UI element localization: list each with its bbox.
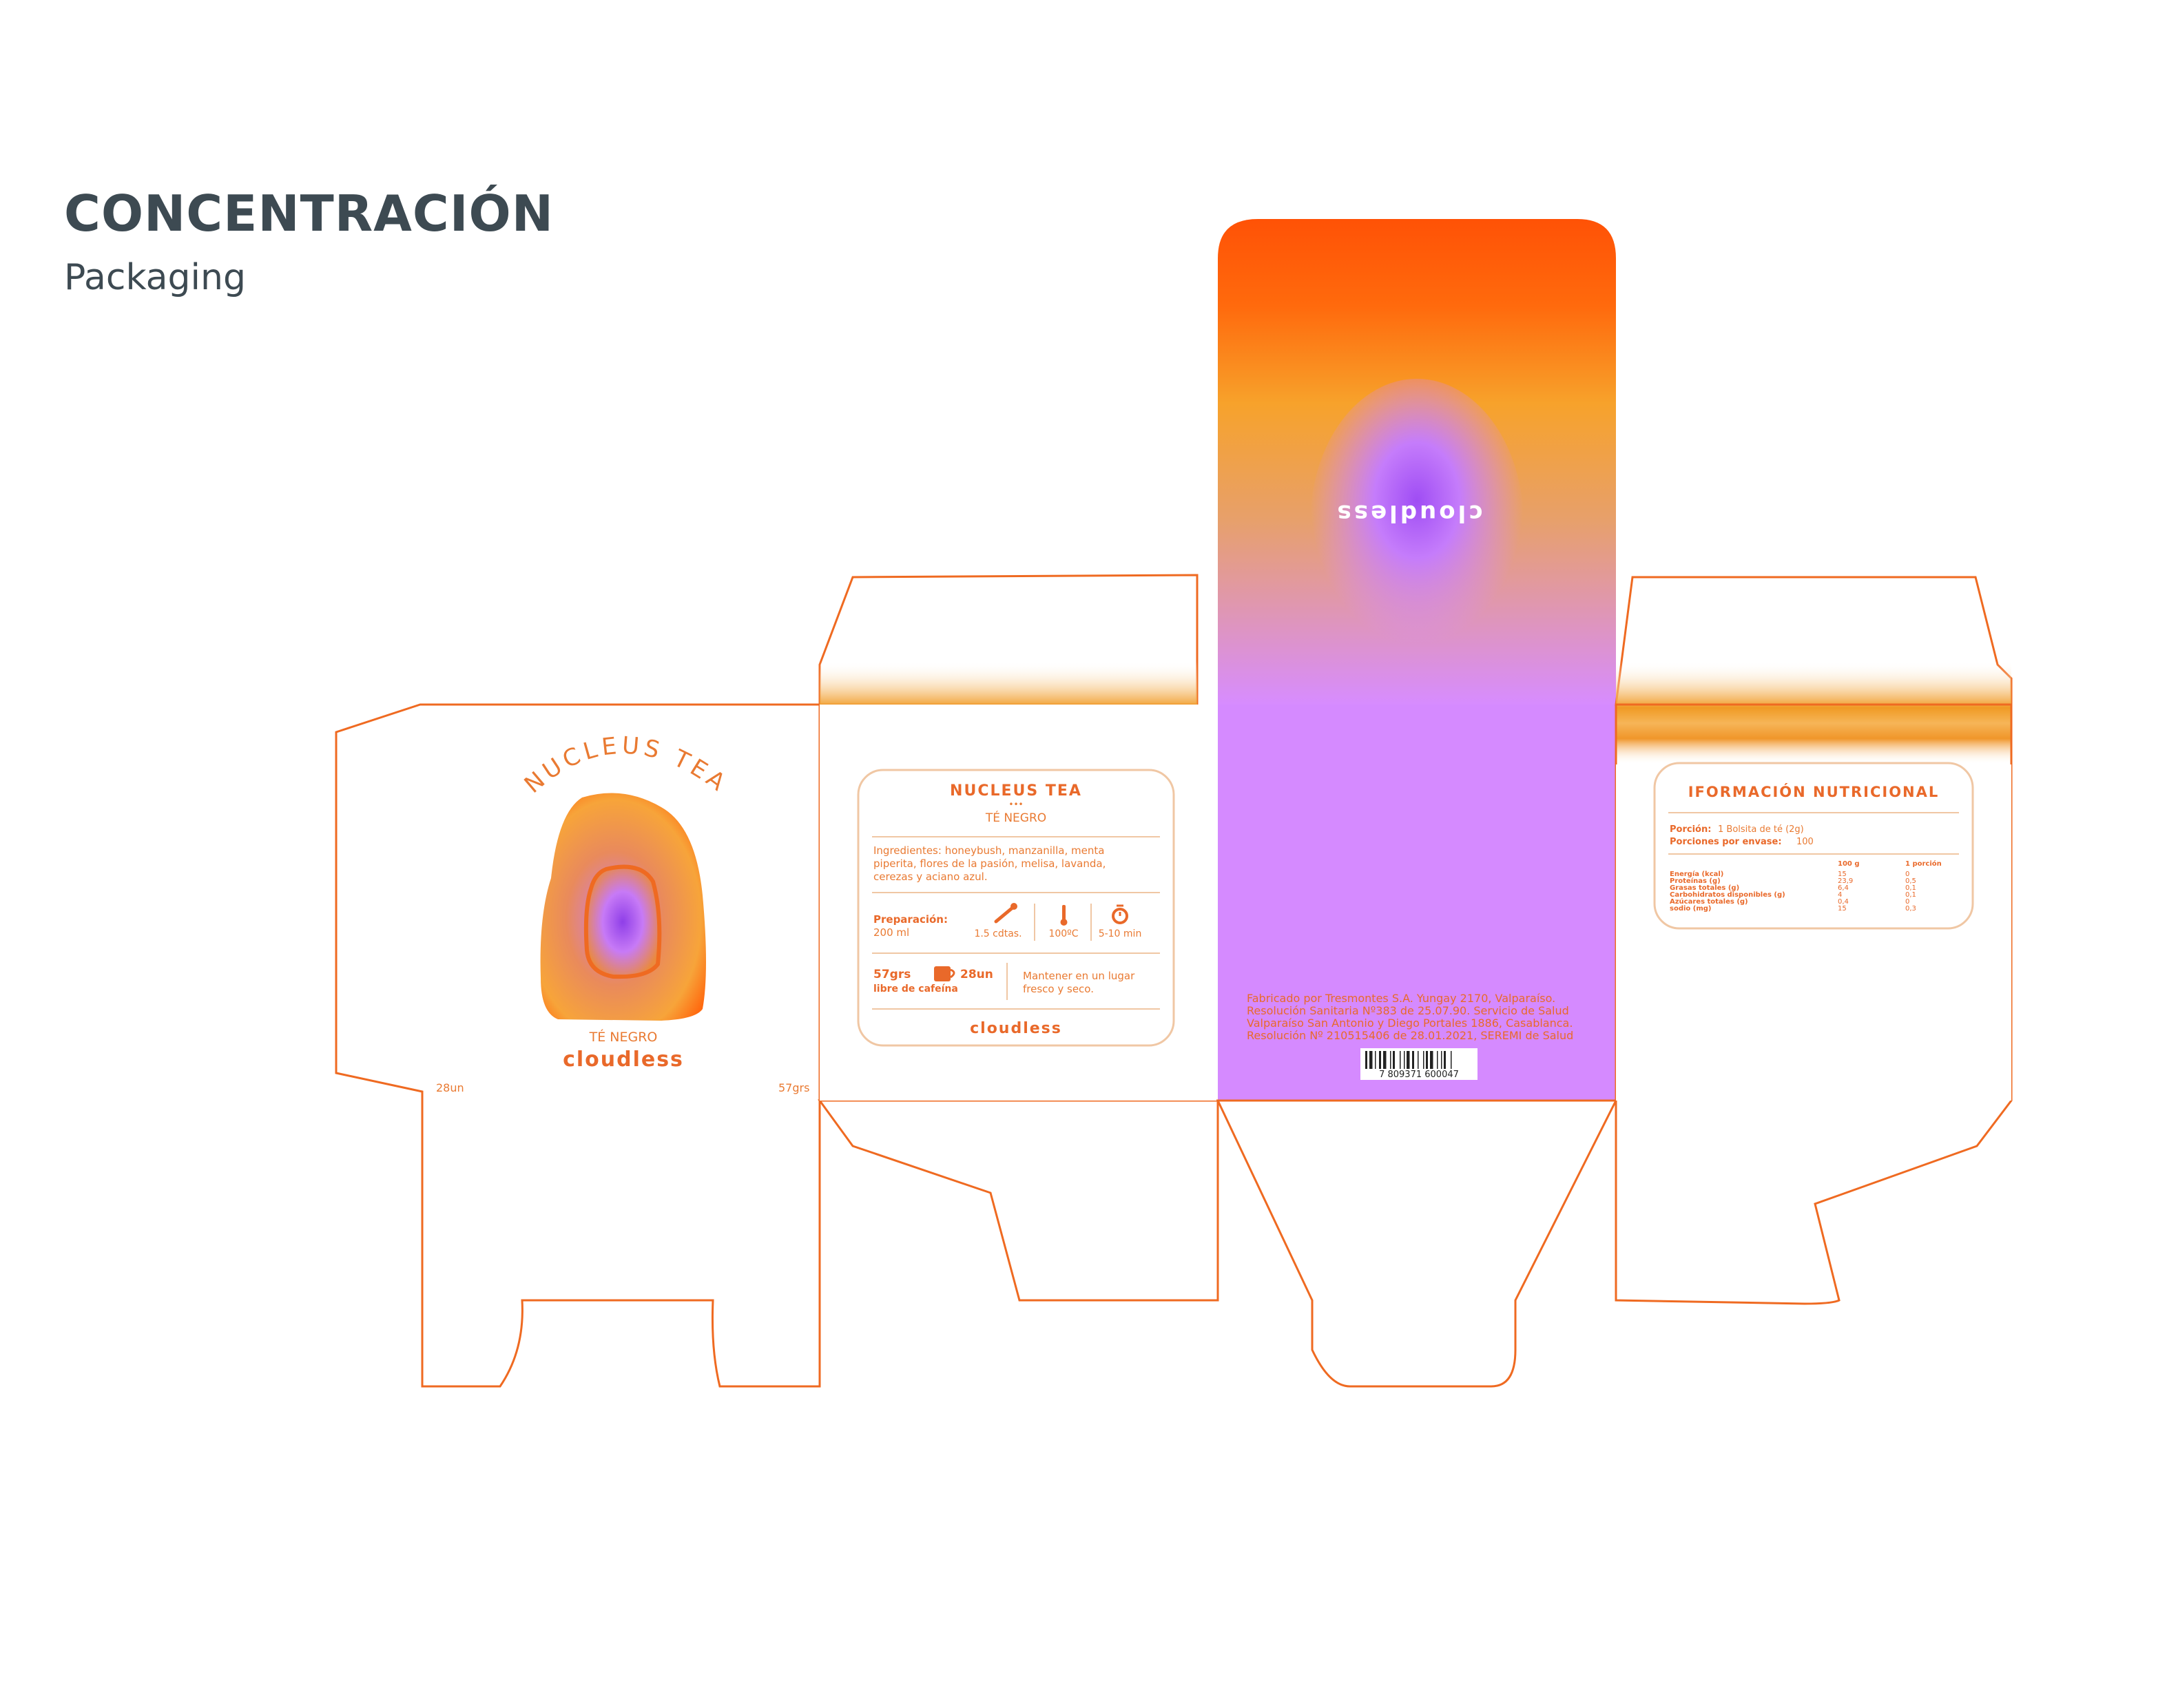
nutrition-row-name: Proteínas (g)	[1670, 877, 1721, 885]
barcode-bar	[1400, 1051, 1401, 1069]
barcode-bar	[1423, 1051, 1424, 1069]
gem-inner	[583, 864, 662, 979]
barcode-bar	[1379, 1051, 1381, 1069]
nutrition-row-per100: 15	[1838, 871, 1847, 878]
info-dots: •••	[1008, 800, 1023, 809]
barcode-bar	[1407, 1051, 1410, 1069]
nutrition-row-portion: 0	[1905, 871, 1909, 878]
nutrition-row-name: Carbohidratos disponibles (g)	[1670, 891, 1785, 899]
prep-time: 5-10 min	[1099, 928, 1142, 939]
nutrition-row-name: sodio (mg)	[1670, 905, 1711, 913]
col-portion: 1 porción	[1905, 860, 1942, 868]
cup-icon	[934, 966, 955, 981]
info-brand: cloudless	[970, 1020, 1062, 1037]
nutrition-row-per100: 15	[1838, 905, 1847, 913]
front-variety: TÉ NEGRO	[589, 1029, 658, 1045]
ingredients-line-3: cerezas y aciano azul.	[873, 871, 988, 883]
barcode-bar	[1365, 1051, 1367, 1069]
nutrition-row-portion: 0,3	[1905, 905, 1916, 913]
nutrition-row-name: Azúcares totales (g)	[1670, 897, 1748, 906]
servings-label: Porciones por envase:	[1670, 837, 1782, 847]
page-subtitle: Packaging	[64, 257, 246, 298]
barcode-bar	[1383, 1051, 1387, 1069]
nutrition-row-portion: 0,5	[1905, 877, 1916, 885]
legal-line-3: Valparaíso San Antonio y Diego Portales …	[1247, 1017, 1573, 1030]
nutrition-row-per100: 4	[1838, 891, 1842, 899]
ingredients-line-2: piperita, flores de la pasión, melisa, l…	[873, 857, 1106, 870]
barcode-bar	[1426, 1051, 1428, 1069]
info-title: NUCLEUS TEA	[950, 782, 1082, 800]
nutrition-card	[1653, 762, 1974, 930]
ingredients-line-1: Ingredientes: honeybush, manzanilla, men…	[873, 844, 1104, 857]
front-brand: cloudless	[563, 1048, 684, 1072]
thermometer-icon	[1060, 905, 1068, 926]
spoon-icon	[994, 903, 1017, 924]
prep-dose: 1.5 cdtas.	[974, 928, 1022, 939]
barcode-bar	[1441, 1051, 1442, 1069]
barcode-bar	[1375, 1051, 1376, 1069]
prep-temp: 100ºC	[1048, 928, 1078, 939]
info-count: 28un	[960, 968, 993, 981]
nutrition-row-portion: 0	[1905, 898, 1909, 906]
barcode-bar	[1404, 1051, 1405, 1069]
storage-line-1: Mantener en un lugar	[1023, 970, 1135, 982]
barcode-bar	[1444, 1051, 1446, 1069]
nutrition-row-portion: 0,1	[1905, 884, 1916, 892]
col-100g: 100 g	[1838, 860, 1860, 868]
info-caffeine: libre de cafeína	[873, 983, 958, 994]
legal-line-4: Resolución Nº 210515406 de 28.01.2021, S…	[1247, 1029, 1573, 1042]
barcode-bar	[1369, 1051, 1373, 1069]
right-flap-gradient	[1616, 661, 2011, 764]
front-count: 28un	[436, 1081, 464, 1094]
barcode-bar	[1412, 1051, 1414, 1069]
timer-icon	[1112, 904, 1128, 924]
barcode-bar	[1430, 1051, 1433, 1069]
legal-line-2: Resolución Sanitaria Nº383 de 25.07.90. …	[1247, 1004, 1569, 1017]
barcode-bar	[1393, 1051, 1395, 1069]
barcode-bar	[1451, 1051, 1452, 1069]
portion-value: 1 Bolsita de té (2g)	[1718, 824, 1804, 835]
front-weight: 57grs	[778, 1081, 809, 1094]
prep-volume: 200 ml	[873, 926, 909, 939]
storage-line-2: fresco y seco.	[1023, 983, 1094, 995]
portion-label: Porción:	[1670, 824, 1711, 835]
page-title: CONCENTRACIÓN	[64, 185, 554, 242]
nutrition-row-name: Grasas totales (g)	[1670, 884, 1739, 892]
servings-value: 100	[1796, 837, 1814, 847]
barcode-number: 7 809371 600047	[1379, 1070, 1459, 1080]
barcode-bar	[1390, 1051, 1391, 1069]
barcode: 7 809371 600047	[1360, 1048, 1478, 1080]
lid-brand-upside-down: cloudless	[1335, 499, 1483, 527]
center-bottom-flap	[1216, 1099, 1618, 1388]
nutrition-title: IFORMACIÓN NUTRICIONAL	[1688, 783, 1940, 800]
lid-violet-glow	[1310, 379, 1524, 668]
legal-line-1: Fabricado por Tresmontes S.A. Yungay 217…	[1247, 992, 1555, 1005]
nutrition-row-portion: 0,1	[1905, 891, 1916, 899]
nutrition-row-per100: 23,9	[1838, 877, 1853, 885]
info-weight: 57grs	[873, 968, 911, 981]
info-variety: TÉ NEGRO	[985, 810, 1046, 825]
barcode-bar	[1418, 1051, 1419, 1069]
back-panel	[1218, 705, 1616, 1101]
nutrition-row-per100: 6,4	[1838, 884, 1849, 892]
nutrition-row-name: Energía (kcal)	[1670, 870, 1723, 878]
prep-label: Preparación:	[873, 913, 948, 926]
nutrition-row-per100: 0,4	[1838, 898, 1849, 906]
right-panel-outline	[1615, 703, 2013, 1305]
left-bottom-flap	[818, 1099, 1219, 1302]
barcode-bar	[1437, 1051, 1438, 1069]
